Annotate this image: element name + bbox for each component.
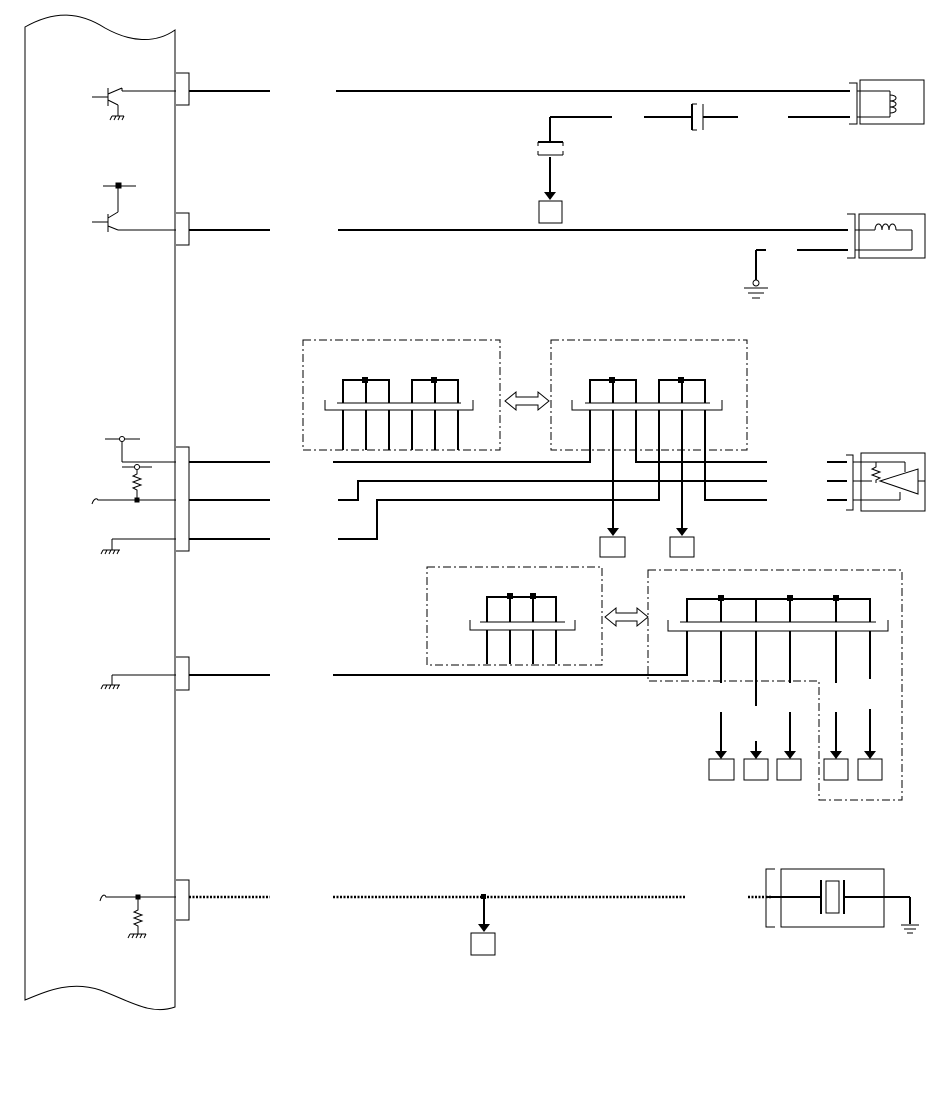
- transistor-icon: [92, 87, 176, 121]
- splice-arrows-row4: [708, 631, 883, 781]
- splice-arrows-row3: [599, 410, 695, 558]
- reference-box: [599, 536, 626, 558]
- ground-icon: [884, 896, 919, 934]
- control-unit-body: [24, 14, 176, 1011]
- transistor-icon: [92, 182, 176, 232]
- bidirectional-arrow-icon: [604, 606, 649, 628]
- ground-icon: [100, 674, 176, 690]
- splice-arrow-row5: [470, 894, 496, 956]
- reference-box: [776, 758, 802, 781]
- coil-icon: [847, 213, 926, 259]
- connector-block-b: [550, 339, 748, 451]
- ground-icon: [744, 249, 768, 299]
- reference-box: [470, 932, 496, 956]
- connector-block-a: [302, 339, 501, 451]
- capacitor-icon: [537, 116, 612, 224]
- coil-icon: [849, 79, 925, 125]
- sensor-supply-network: [91, 436, 176, 555]
- capacitor-icon: [644, 103, 850, 131]
- connector-block-c-pins: [469, 593, 576, 664]
- sensor-signal-wires: [189, 410, 847, 540]
- connector-block-a-pins: [324, 377, 474, 450]
- bidirectional-arrow-icon: [504, 390, 550, 412]
- resistor-icon: [99, 894, 176, 939]
- reference-box: [857, 758, 883, 781]
- reference-box: [823, 758, 849, 781]
- connector-block-b-pins: [571, 377, 723, 411]
- reference-box: [708, 758, 735, 781]
- ground-wire-row4: [189, 631, 688, 676]
- crystal-icon: [765, 868, 885, 928]
- connector-block-c: [426, 566, 603, 666]
- connector-block-d-pins: [667, 595, 889, 632]
- reference-box: [669, 536, 695, 558]
- sensor-amplifier-icon: [846, 452, 926, 512]
- connector-brackets: [176, 72, 190, 921]
- wire-coil-2: [189, 229, 848, 251]
- reference-box: [538, 200, 563, 224]
- reference-box: [743, 758, 769, 781]
- connector-block-d: [647, 569, 903, 801]
